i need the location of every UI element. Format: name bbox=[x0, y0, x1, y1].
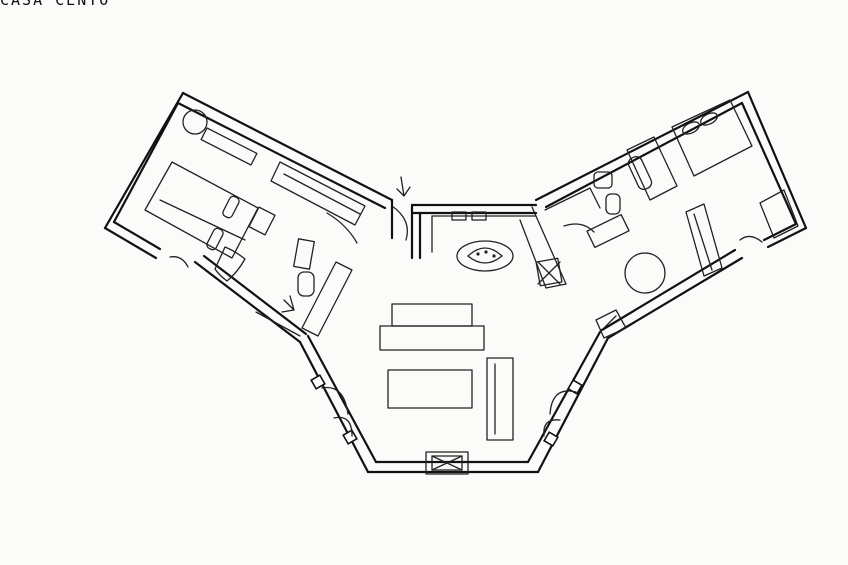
shower-head bbox=[281, 295, 295, 313]
entry-door-swing bbox=[391, 205, 409, 241]
side-table bbox=[595, 309, 627, 339]
nightstand bbox=[248, 206, 276, 236]
island-sink bbox=[467, 247, 503, 264]
armchair bbox=[759, 189, 799, 239]
side-sofa bbox=[486, 357, 514, 441]
double-bed bbox=[671, 99, 753, 177]
door-swing bbox=[739, 235, 763, 243]
terrace-door-swing bbox=[333, 416, 353, 437]
dresser bbox=[200, 127, 258, 166]
left-wing bbox=[103, 91, 394, 344]
kitchen-island bbox=[456, 240, 514, 272]
sofa bbox=[379, 325, 485, 351]
bath-partition bbox=[301, 261, 353, 337]
door-swing bbox=[169, 256, 189, 268]
kitchen bbox=[390, 176, 567, 289]
fireplace bbox=[425, 451, 469, 475]
round-table bbox=[624, 252, 666, 294]
desk-chair bbox=[214, 246, 246, 282]
round-table bbox=[182, 109, 208, 135]
entrance-arrow bbox=[396, 176, 411, 197]
vanity bbox=[586, 213, 630, 249]
door-swing bbox=[326, 212, 358, 244]
sofa-back bbox=[391, 303, 473, 327]
toilet bbox=[593, 171, 613, 189]
coffee-table bbox=[387, 369, 473, 409]
stove bbox=[535, 257, 563, 287]
living-room bbox=[298, 303, 610, 475]
double-bed bbox=[144, 161, 259, 259]
wardrobe bbox=[685, 203, 723, 277]
terrace-door-swing bbox=[543, 419, 561, 437]
terrace-door-swing bbox=[321, 386, 349, 415]
door-swing bbox=[563, 223, 595, 233]
drawing-caption: CASA CENTO bbox=[0, 0, 111, 9]
wardrobe bbox=[270, 161, 366, 226]
terrace-door-swing bbox=[549, 390, 577, 415]
toilet bbox=[297, 271, 315, 297]
bathtub bbox=[626, 136, 678, 201]
right-wing bbox=[534, 90, 808, 340]
sink bbox=[293, 238, 315, 270]
